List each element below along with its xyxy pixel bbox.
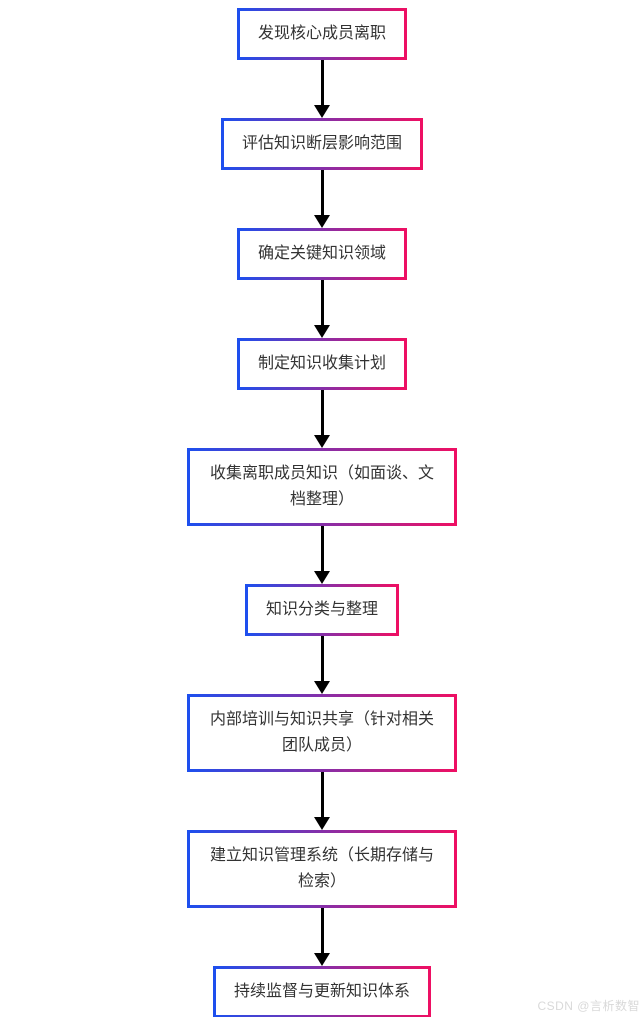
arrow-stem [320, 280, 324, 325]
arrow-head-icon [314, 325, 330, 338]
flow-arrow [314, 772, 330, 830]
flow-node: 确定关键知识领域 [236, 228, 407, 280]
arrow-head-icon [314, 105, 330, 118]
arrow-stem [320, 636, 324, 681]
arrow-stem [320, 908, 324, 953]
arrow-stem [320, 60, 324, 105]
arrow-stem [320, 772, 324, 817]
arrow-head-icon [314, 215, 330, 228]
flow-arrow [314, 908, 330, 966]
flow-arrow [314, 170, 330, 228]
arrow-head-icon [314, 435, 330, 448]
arrow-stem [320, 526, 324, 571]
arrow-stem [320, 170, 324, 215]
arrow-head-icon [314, 817, 330, 830]
flow-node: 建立知识管理系统（长期存储与检索） [187, 830, 457, 908]
flow-arrow [314, 526, 330, 584]
flow-node: 收集离职成员知识（如面谈、文档整理） [187, 448, 457, 526]
flow-node: 内部培训与知识共享（针对相关团队成员） [187, 694, 457, 772]
arrow-head-icon [314, 953, 330, 966]
flow-arrow [314, 280, 330, 338]
flow-node: 制定知识收集计划 [236, 338, 407, 390]
arrow-head-icon [314, 571, 330, 584]
arrow-head-icon [314, 681, 330, 694]
flow-arrow [314, 636, 330, 694]
flow-arrow [314, 60, 330, 118]
flow-node: 评估知识断层影响范围 [220, 118, 423, 170]
flow-node: 知识分类与整理 [244, 584, 399, 636]
flow-node: 发现核心成员离职 [236, 8, 407, 60]
flow-arrow [314, 390, 330, 448]
watermark: CSDN @言析数智 [537, 999, 640, 1013]
arrow-stem [320, 390, 324, 435]
flow-node: 持续监督与更新知识体系 [212, 966, 431, 1017]
